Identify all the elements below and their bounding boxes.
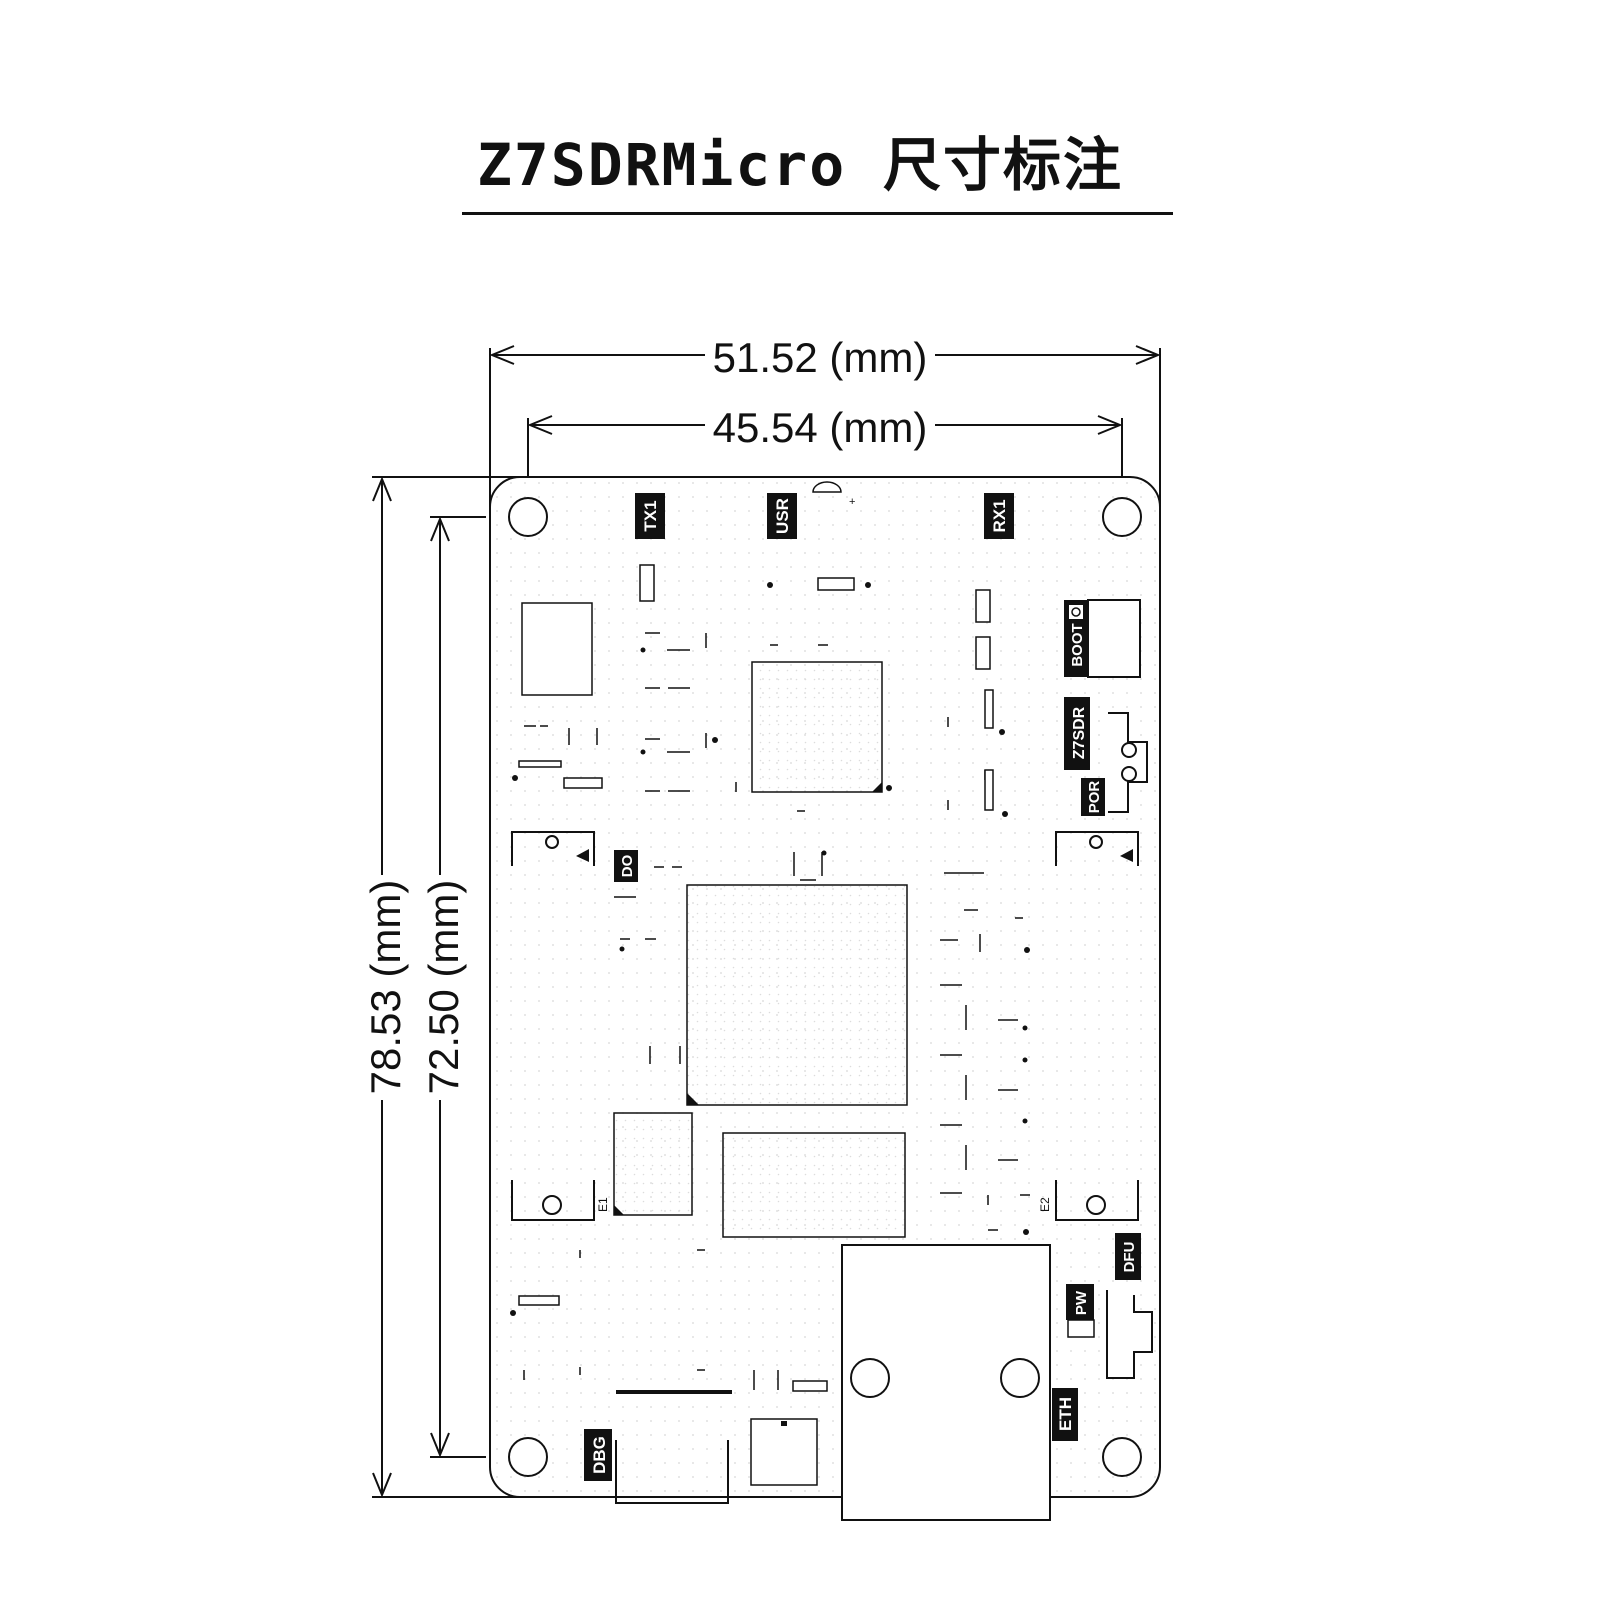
label-do: DO bbox=[614, 850, 638, 882]
side-connector-right bbox=[1055, 831, 1139, 1221]
outer-height-label: 78.53 (mm) bbox=[362, 880, 409, 1095]
label-por: POR bbox=[1081, 778, 1105, 816]
debug-usb-connector bbox=[615, 1440, 729, 1504]
page-title: Z7SDRMicro 尺寸标注 bbox=[476, 131, 1124, 199]
led-markers bbox=[563, 564, 991, 1392]
chip-memory bbox=[722, 1132, 906, 1238]
label-boot: BOOT bbox=[1064, 600, 1088, 677]
svg-text:DBG: DBG bbox=[590, 1436, 609, 1474]
mounting-hole-bottom-left bbox=[508, 1437, 548, 1477]
label-dbg: DBG bbox=[584, 1429, 612, 1481]
chip-main-fpga bbox=[686, 884, 908, 1106]
dimension-inner-width bbox=[527, 415, 1123, 476]
dimension-inner-height bbox=[430, 516, 486, 1458]
label-e2: E2 bbox=[1038, 1197, 1052, 1212]
mounting-hole-top-left bbox=[508, 497, 548, 537]
dfu-switch[interactable] bbox=[1106, 1290, 1153, 1379]
svg-text:DFU: DFU bbox=[1121, 1242, 1138, 1273]
svg-text:BOOT: BOOT bbox=[1069, 623, 1086, 666]
por-switch[interactable] bbox=[1108, 712, 1148, 813]
svg-text:RX1: RX1 bbox=[990, 499, 1009, 532]
outer-width-label: 51.52 (mm) bbox=[713, 334, 928, 381]
label-eth: ETH bbox=[1052, 1388, 1078, 1441]
inner-width-label: 45.54 (mm) bbox=[713, 404, 928, 451]
dimension-outer-width bbox=[489, 345, 1161, 516]
chip-bottom-square bbox=[750, 1418, 818, 1486]
svg-text:PW: PW bbox=[1073, 1290, 1090, 1315]
label-e1: E1 bbox=[596, 1197, 610, 1212]
ic-left-top bbox=[521, 602, 593, 696]
title-underline bbox=[462, 212, 1173, 215]
mounting-hole-top-right bbox=[1102, 497, 1142, 537]
svg-text:ETH: ETH bbox=[1056, 1397, 1075, 1431]
mounting-hole-bottom-right bbox=[1102, 1437, 1142, 1477]
svg-text:POR: POR bbox=[1086, 781, 1103, 814]
svg-text:+: + bbox=[849, 496, 855, 508]
notch-mark bbox=[812, 481, 842, 493]
chip-lower-left bbox=[613, 1112, 693, 1216]
chip-top-processor bbox=[751, 661, 883, 793]
label-pw: PW bbox=[1066, 1284, 1095, 1338]
mounting-holes bbox=[508, 497, 1142, 1477]
svg-text:USR: USR bbox=[773, 498, 792, 534]
label-dfu: DFU bbox=[1115, 1233, 1141, 1280]
label-usr: USR bbox=[767, 493, 797, 539]
label-rx1: RX1 bbox=[984, 493, 1014, 539]
boot-button[interactable] bbox=[1087, 599, 1141, 678]
ethernet-jack bbox=[841, 1244, 1051, 1521]
dimension-outer-height bbox=[372, 476, 524, 1498]
label-tx1: TX1 bbox=[635, 493, 665, 539]
svg-text:TX1: TX1 bbox=[641, 500, 660, 531]
svg-text:Z7SDR: Z7SDR bbox=[1071, 706, 1088, 759]
side-connector-left bbox=[511, 831, 595, 1221]
label-z7sdr: Z7SDR bbox=[1064, 697, 1090, 770]
svg-text:DO: DO bbox=[619, 854, 636, 877]
inner-height-label: 72.50 (mm) bbox=[420, 880, 467, 1095]
